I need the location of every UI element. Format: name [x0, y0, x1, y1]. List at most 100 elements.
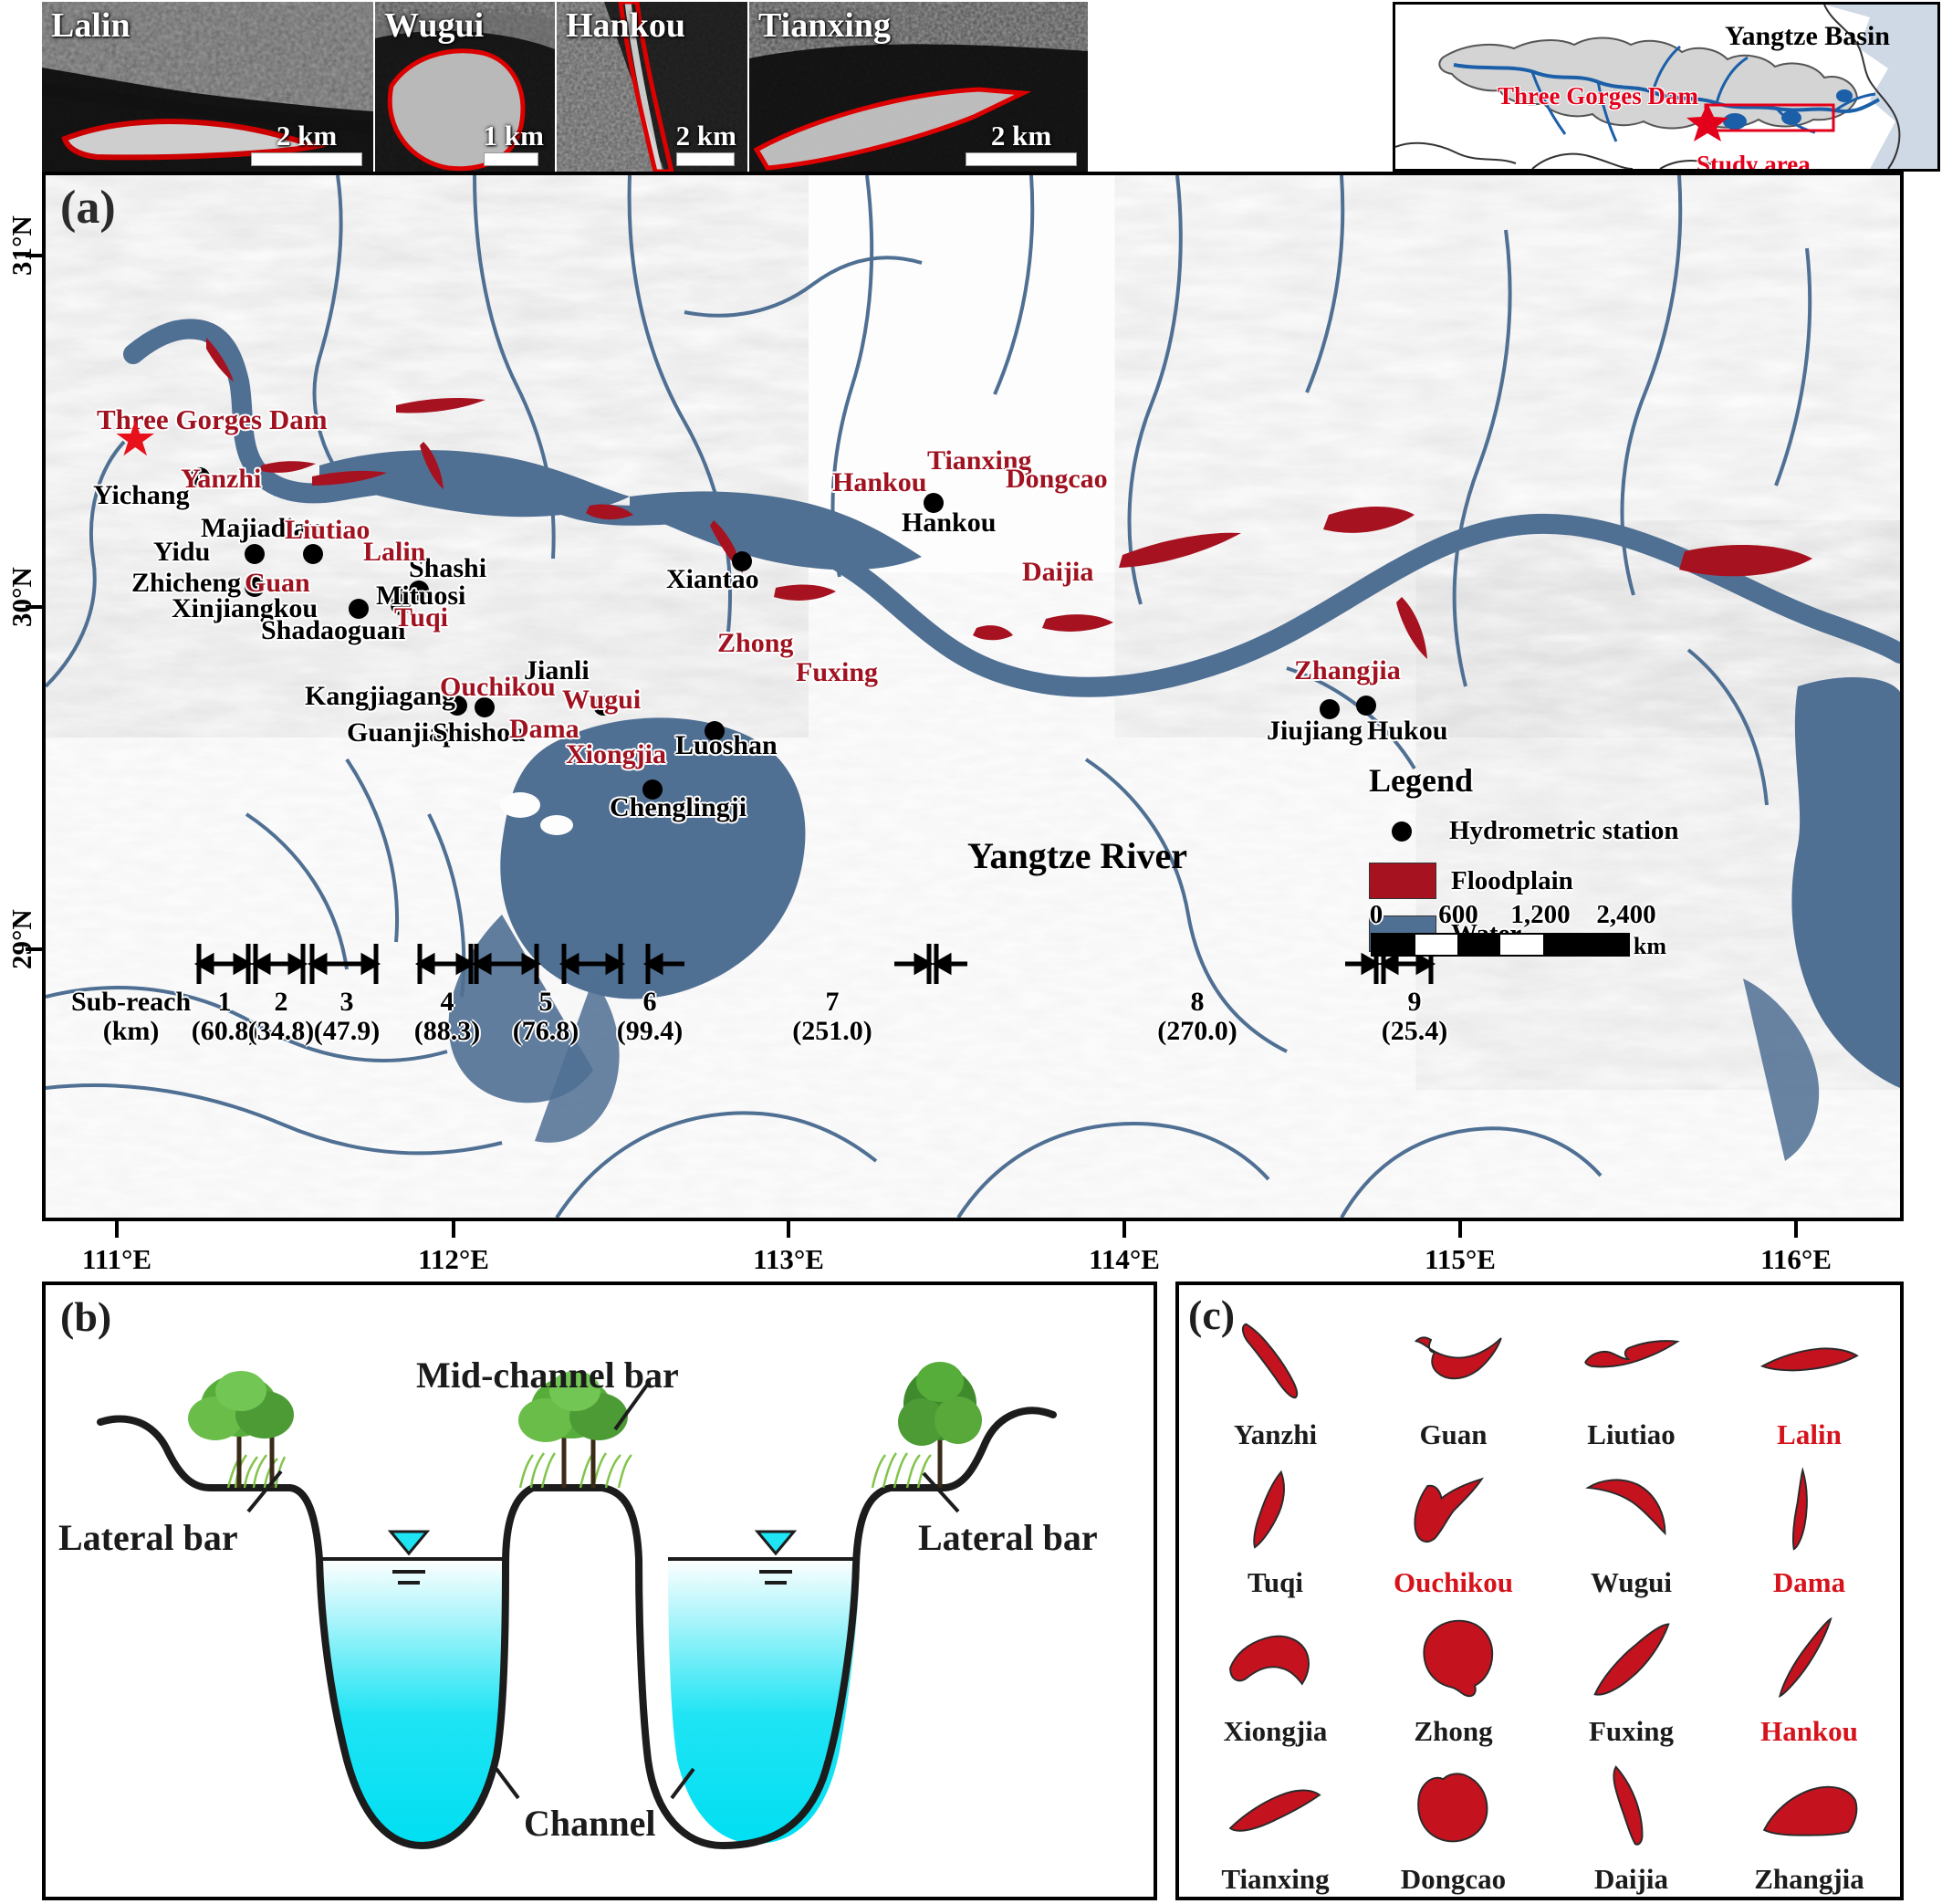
legend-label-floodplain: Floodplain	[1451, 865, 1573, 895]
lon-tick-116E	[1794, 1221, 1798, 1238]
shape-label-zhangjia: Zhangjia	[1754, 1863, 1864, 1895]
shape-cell-dama: Dama	[1720, 1450, 1898, 1599]
satellite-image-strip: Lalin 2 km Wugui 1 km	[42, 2, 1539, 172]
station-dot-jiujiang[interactable]	[1320, 699, 1340, 719]
lon-tick-114E	[1122, 1221, 1126, 1238]
shape-label-lalin: Lalin	[1777, 1418, 1842, 1450]
station-dot-majiadian[interactable]	[303, 544, 323, 564]
channel-label: Channel	[524, 1803, 656, 1844]
shape-label-zhong: Zhong	[1414, 1714, 1493, 1747]
station-dot-yidu[interactable]	[245, 544, 265, 564]
shape-ouchikou-icon	[1413, 1477, 1484, 1543]
map-label-lalin: Lalin	[363, 537, 426, 567]
map-label-majiadian: Majiadian	[201, 513, 323, 543]
station-dot-luoshan[interactable]	[705, 721, 725, 741]
shape-cell-hankou: Hankou	[1720, 1598, 1898, 1747]
scale-bar-tianxing: 2 km	[966, 121, 1077, 166]
map-label-kangjiagang: Kangjiagang	[305, 681, 456, 711]
shape-cell-wugui: Wugui	[1542, 1450, 1720, 1599]
lon-label-112E: 112°E	[418, 1243, 489, 1275]
shape-hankou-icon	[1778, 1616, 1832, 1698]
tree-right	[898, 1362, 982, 1488]
lat-tick-31N	[26, 254, 42, 257]
yangtze-river-title: Yangtze River	[967, 835, 1188, 876]
lateral-bar-right-label: Lateral bar	[918, 1517, 1098, 1558]
satellite-panel-title: Hankou	[566, 6, 685, 45]
shape-label-dama: Dama	[1772, 1566, 1846, 1598]
legend-label-station: Hydrometric station	[1449, 816, 1679, 845]
station-dot-mituosi[interactable]	[409, 581, 429, 601]
station-dot-shishou[interactable]	[475, 697, 495, 717]
station-dot-guanjiapu[interactable]	[447, 696, 467, 716]
shape-cell-yanzhi: Yanzhi	[1186, 1302, 1364, 1450]
scale-tick-600: 600	[1438, 900, 1478, 929]
subreach-header-line1: Sub-reach	[71, 987, 192, 1017]
grass-mid	[518, 1452, 632, 1489]
map-label-shadaoguan: Shadaoguan	[261, 615, 406, 645]
water-level-symbol-right	[754, 1530, 798, 1585]
lon-label-116E: 116°E	[1760, 1243, 1832, 1275]
subreach-2-id: 2	[274, 987, 288, 1017]
subreach-9-id: 9	[1407, 987, 1422, 1017]
shape-zhangjia-icon	[1762, 1786, 1857, 1836]
subreach-3-id: 3	[339, 987, 354, 1017]
station-dot-shashi[interactable]	[391, 588, 411, 608]
lon-label-113E: 113°E	[753, 1243, 824, 1275]
map-label-guanjiapu: Guanjiapu	[347, 717, 474, 748]
lat-tick-29N	[26, 947, 42, 951]
subreach-7-length: (251.0)	[792, 1015, 872, 1046]
shape-cell-daijia: Daijia	[1542, 1747, 1720, 1896]
legend-row-floodplain: Floodplain	[1369, 863, 1679, 899]
map-label-zhangjia: Zhangjia	[1294, 655, 1401, 685]
subreach-7: 7 (251.0)	[792, 988, 872, 1046]
inset-title: Yangtze Basin	[1725, 21, 1890, 51]
subreach-7-id: 7	[825, 987, 840, 1017]
leader-channel-left	[495, 1767, 520, 1800]
scale-tick-2400: 2,400	[1596, 900, 1656, 929]
map-label-dongcao: Dongcao	[1006, 464, 1108, 494]
shape-lalin-icon	[1759, 1347, 1859, 1372]
lon-tick-113E	[787, 1221, 790, 1238]
shape-cell-ouchikou: Ouchikou	[1364, 1450, 1542, 1599]
grass-left	[226, 1454, 287, 1489]
subreach-6-id: 6	[642, 987, 657, 1017]
station-dot-yichang[interactable]	[190, 467, 210, 487]
station-dot-hukou[interactable]	[1356, 696, 1376, 716]
subreach-5: 5 (76.8)	[513, 988, 579, 1046]
station-dot-hankou[interactable]	[924, 493, 944, 513]
subreach-9: 9 (25.4)	[1382, 988, 1447, 1046]
subreach-1-id: 1	[217, 987, 232, 1017]
mid-channel-bar-label: Mid-channel bar	[416, 1355, 679, 1396]
scale-bar-label: 2 km	[990, 120, 1052, 152]
map-label-dama: Dama	[509, 714, 579, 744]
shape-label-liutiao: Liutiao	[1587, 1418, 1676, 1450]
station-dot-jianli[interactable]	[593, 696, 613, 716]
subreach-header: Sub-reach (km)	[71, 988, 191, 1046]
map-label-yichang: Yichang	[93, 480, 190, 510]
scale-tick-1200: 1,200	[1510, 900, 1571, 929]
map-label-jianli: Jianli	[524, 655, 590, 685]
subreach-3-length: (47.9)	[313, 1015, 381, 1046]
station-dot-chenglingji[interactable]	[642, 779, 663, 800]
map-label-fuxing: Fuxing	[796, 657, 879, 687]
station-dot-zhicheng[interactable]	[245, 577, 265, 597]
map-label-yanzhi: Yanzhi	[181, 464, 262, 494]
map-label-shashi: Shashi	[409, 553, 487, 583]
main-map-canvas: (a) Yangtze River Three Gorges Dam ★	[42, 172, 1904, 1221]
three-gorges-dam-label: Three Gorges Dam	[97, 403, 328, 435]
map-scale-ticks: 0 600 1,200 2,400	[1370, 900, 1656, 933]
scale-bar-label: 1 km	[483, 120, 544, 152]
shape-label-daijia: Daijia	[1594, 1863, 1668, 1895]
shape-cell-lalin: Lalin	[1720, 1302, 1898, 1450]
subreach-1: 1 (60.8)	[192, 988, 257, 1046]
station-dot-xinjiangkou[interactable]	[349, 599, 369, 619]
panel-c-tag: (c)	[1188, 1292, 1236, 1338]
subreach-2-length: (34.8)	[247, 1015, 315, 1046]
cross-section-graphic	[97, 1362, 1057, 1849]
three-gorges-dam-star-icon	[1686, 103, 1728, 141]
subreach-4-length: (88.3)	[413, 1015, 481, 1046]
map-label-xiantao: Xiantao	[666, 564, 759, 594]
station-dot-xiantao[interactable]	[732, 551, 752, 571]
leader-lateral-bar-right	[922, 1471, 960, 1513]
